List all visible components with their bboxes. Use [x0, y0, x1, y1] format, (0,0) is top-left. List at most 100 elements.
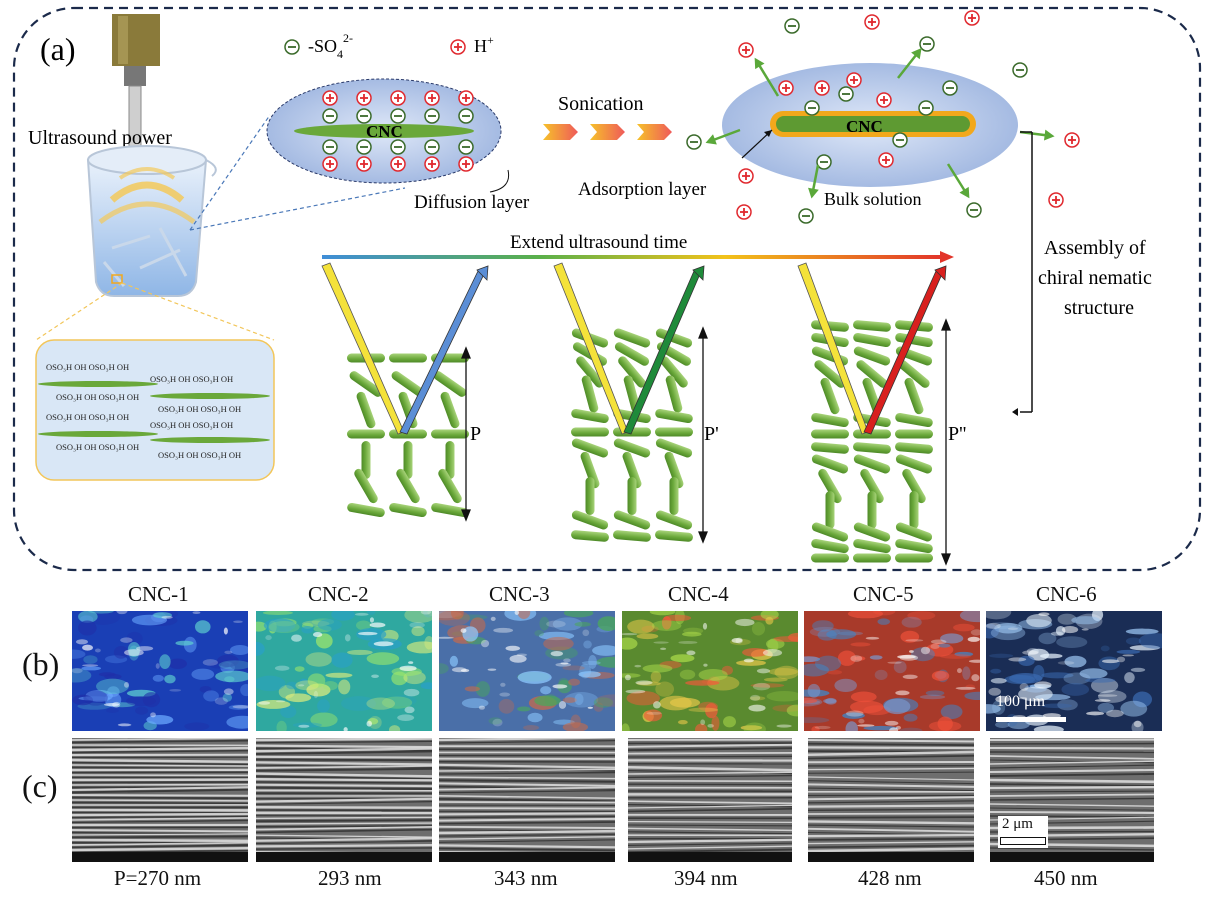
- extend-time-label: Extend ultrasound time: [510, 232, 687, 253]
- anion-icon: [424, 139, 440, 155]
- cation-icon: [458, 90, 474, 106]
- pitch-label-p-prime: P': [704, 423, 719, 445]
- svg-text:-SO42-: -SO42-: [308, 31, 353, 61]
- anion-icon: [356, 139, 372, 155]
- sample-title-6: CNC-6: [1036, 582, 1097, 606]
- cation-icon: [322, 156, 338, 172]
- assembly-path: [1012, 131, 1033, 416]
- anion-icon: [798, 208, 814, 224]
- cation-icon: [1048, 192, 1064, 208]
- svg-text:OSO₃H OH OSO₃H OH: OSO₃H OH OSO₃H OH: [46, 412, 129, 422]
- cation-icon: [736, 204, 752, 220]
- anion-icon: [804, 100, 820, 116]
- beaker: [86, 145, 217, 297]
- pitch-value-5: 428 nm: [858, 866, 922, 890]
- cation-icon: [390, 90, 406, 106]
- pom-scale-label: 100 μm: [996, 693, 1046, 710]
- anion-icon: [1012, 62, 1028, 78]
- diffusion-layer-label: Diffusion layer: [414, 192, 530, 213]
- sem-image-4: [628, 738, 792, 862]
- cation-icon: [778, 80, 794, 96]
- pitch-label-p: P: [470, 423, 481, 445]
- sem-scale-bar: [1000, 837, 1046, 845]
- ultrasound-probe: [112, 14, 160, 177]
- anion-icon: [458, 108, 474, 124]
- anion-icon: [458, 139, 474, 155]
- sonication-label: Sonication: [558, 93, 644, 115]
- sample-title-1: CNC-1: [128, 582, 189, 606]
- cation-icon: [878, 152, 894, 168]
- sample-title-3: CNC-3: [489, 582, 550, 606]
- svg-text:OSO₃H OH OSO₃H OH: OSO₃H OH OSO₃H OH: [158, 450, 241, 460]
- anion-icon: [390, 108, 406, 124]
- sem-image-6: 2 μm: [990, 738, 1154, 862]
- panel-a-border: [12, 6, 1202, 572]
- cation-icon: [814, 80, 830, 96]
- adsorption-layer-ellipse: CNC: [722, 63, 1018, 187]
- cation-icon: [322, 90, 338, 106]
- anion-icon: [424, 108, 440, 124]
- assembly-label-line3: structure: [1064, 297, 1134, 319]
- cation-icon: [864, 14, 880, 30]
- svg-text:OSO₃H OH OSO₃H OH: OSO₃H OH OSO₃H OH: [46, 362, 129, 372]
- anion-icon: [838, 86, 854, 102]
- anion-icon: [322, 139, 338, 155]
- svg-text:H+: H+: [474, 33, 494, 56]
- svg-text:OSO₃H OH OSO₃H OH: OSO₃H OH OSO₃H OH: [150, 374, 233, 384]
- sem-image-5: [808, 738, 974, 862]
- cation-icon: [390, 156, 406, 172]
- sem-image-1: [72, 738, 248, 862]
- anion-icon: [892, 132, 908, 148]
- svg-text:OSO₃H OH OSO₃H OH: OSO₃H OH OSO₃H OH: [158, 404, 241, 414]
- anion-icon: [919, 36, 935, 52]
- svg-text:OSO₃H OH OSO₃H OH: OSO₃H OH OSO₃H OH: [150, 420, 233, 430]
- anion-icon: [966, 202, 982, 218]
- cation-icon: [1064, 132, 1080, 148]
- pom-image-2: [256, 611, 432, 731]
- panel-a-diagram: (a) Ultrasound power OSO₃H OH OSO₃H OH: [12, 6, 1202, 572]
- sem-image-2: [256, 738, 432, 862]
- bulk-solution-label: Bulk solution: [824, 189, 922, 209]
- cation-icon: [876, 92, 892, 108]
- panel-c-label: (c): [22, 768, 58, 804]
- pom-image-6: 100 μm: [986, 611, 1162, 731]
- cation-icon: [356, 156, 372, 172]
- cation-icon: [738, 168, 754, 184]
- light-beams: [321, 262, 947, 435]
- cnc-left-label: CNC: [366, 122, 403, 141]
- helix-structure-1: [347, 353, 469, 518]
- pitch-value-4: 394 nm: [674, 866, 738, 890]
- sem-scale-label: 2 μm: [1002, 816, 1033, 832]
- sample-title-2: CNC-2: [308, 582, 369, 606]
- anion-icon: [942, 80, 958, 96]
- panel-a-label: (a): [40, 31, 76, 67]
- anion-icon: [686, 134, 702, 150]
- anion-icon: [356, 108, 372, 124]
- anion-legend: -SO42-: [284, 31, 353, 61]
- cation-icon: [424, 90, 440, 106]
- diffusion-layer-ellipse: CNC: [266, 78, 502, 184]
- pitch-bars: [461, 318, 951, 566]
- pom-scale-bar: [996, 717, 1066, 722]
- helix-structure-2: [571, 328, 693, 542]
- cation-icon: [964, 10, 980, 26]
- cation-icon: [458, 156, 474, 172]
- pom-image-1: [72, 611, 248, 731]
- assembly-label-line2: chiral nematic: [1038, 267, 1152, 289]
- helix-structure-3: [811, 320, 933, 563]
- cnc-chemistry-zoom: OSO₃H OH OSO₃H OH OSO₃H OH OSO₃H OH OSO₃…: [35, 339, 275, 481]
- pitch-label-p-double-prime: P'': [948, 423, 966, 445]
- anion-icon: [816, 154, 832, 170]
- cation-icon: [424, 156, 440, 172]
- cation-icon: [738, 42, 754, 58]
- cation-legend: H+: [450, 33, 494, 56]
- pom-image-4: [622, 611, 798, 731]
- anion-icon: [784, 18, 800, 34]
- sample-title-5: CNC-5: [853, 582, 914, 606]
- sample-title-4: CNC-4: [668, 582, 729, 606]
- assembly-label-line1: Assembly of: [1044, 237, 1146, 259]
- ultrasound-power-label: Ultrasound power: [28, 127, 172, 149]
- pitch-value-6: 450 nm: [1034, 866, 1098, 890]
- anion-icon: [918, 100, 934, 116]
- adsorption-layer-label: Adsorption layer: [578, 179, 707, 200]
